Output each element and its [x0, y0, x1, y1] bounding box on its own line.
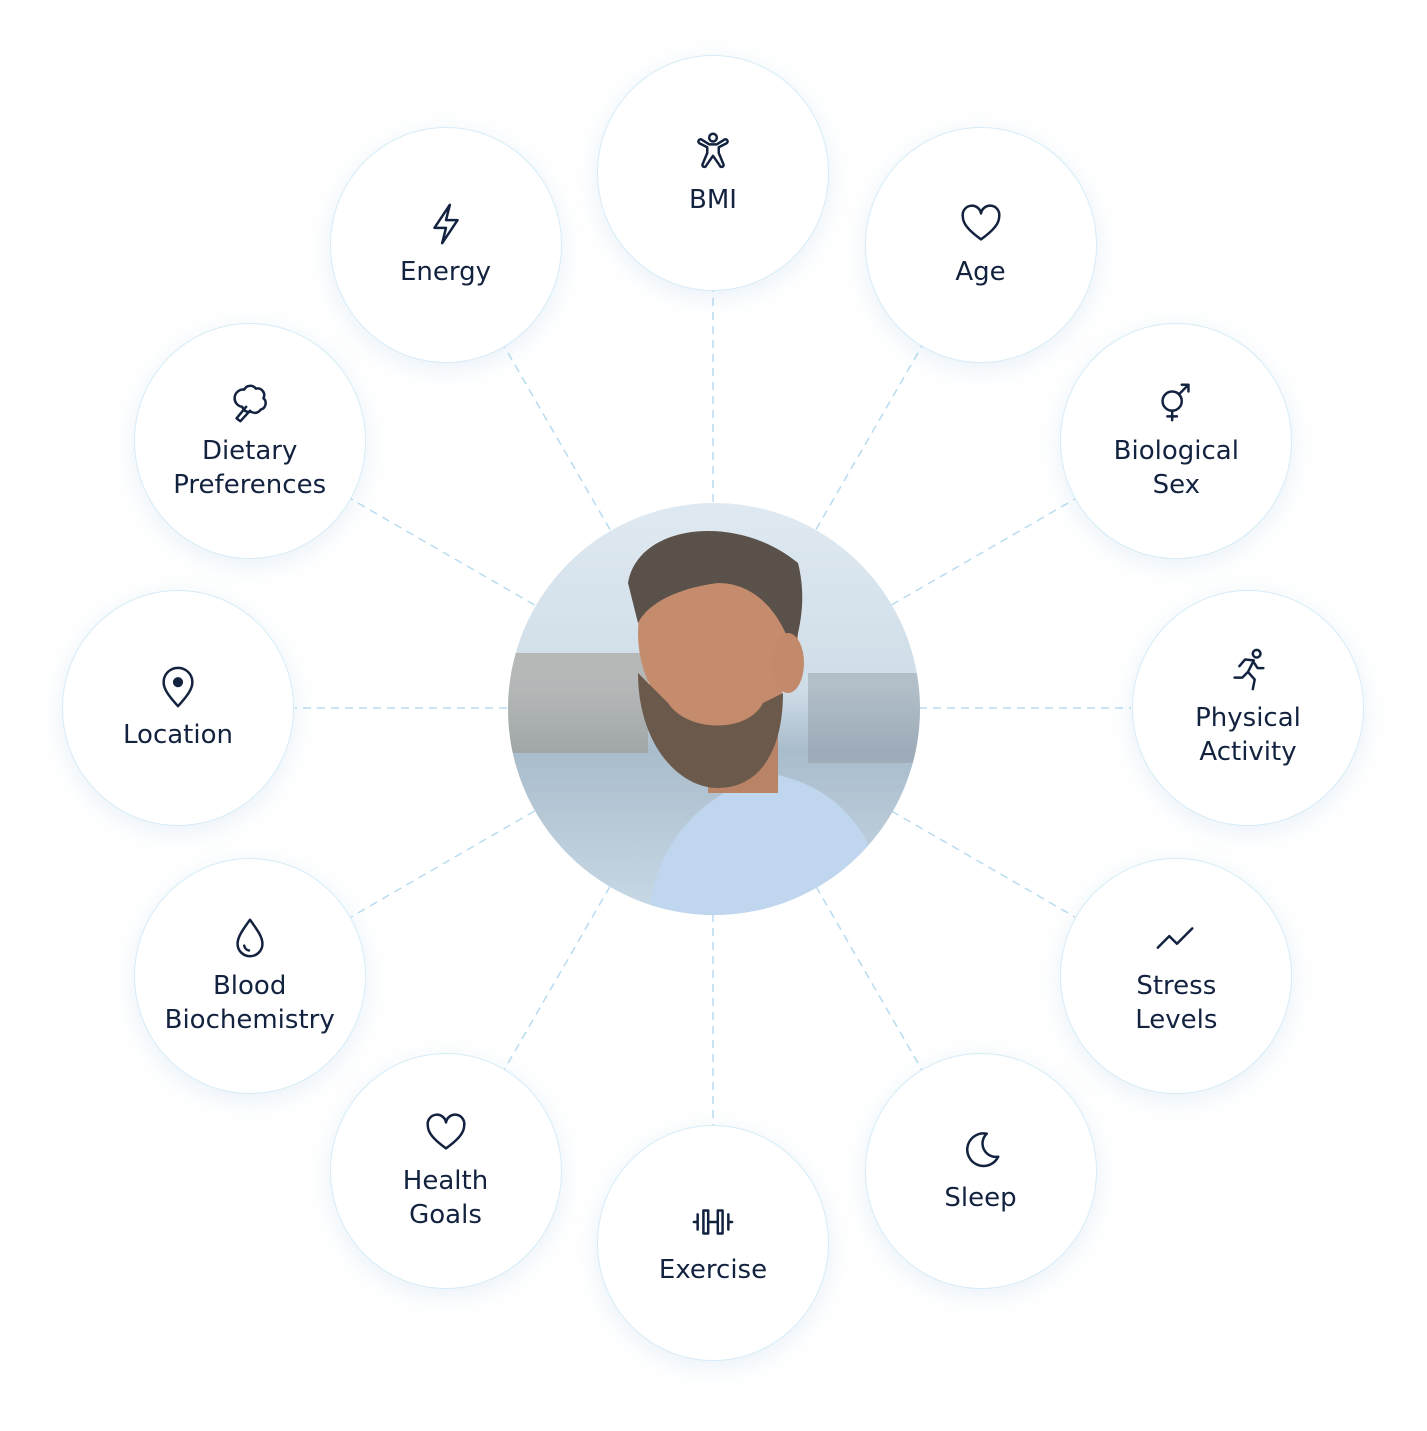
node-label: Sleep [944, 1183, 1017, 1214]
dumbbell-icon [692, 1209, 734, 1235]
center-portrait-photo [508, 503, 920, 915]
moon-icon [965, 1132, 999, 1168]
gender-symbol-icon [1161, 383, 1191, 421]
node-sleep: Sleep [864, 1053, 1097, 1290]
node-label: Health Goals [402, 1166, 489, 1231]
connector-line [350, 810, 535, 918]
node-label: BMI [689, 185, 737, 215]
node-physical-activity: Physical Activity [1132, 590, 1364, 826]
node-biological-sex: Biological Sex [1060, 322, 1293, 559]
node-label: Physical Activity [1195, 703, 1301, 767]
node-blood-biochemistry: Blood Biochemistry [133, 857, 366, 1094]
connector-line [891, 810, 1076, 918]
node-bmi: BMI [597, 55, 829, 291]
node-label: Stress Levels [1135, 970, 1218, 1035]
connector-line [350, 498, 535, 606]
connector-line [815, 345, 923, 530]
connector-line [503, 886, 611, 1071]
connector-line [815, 886, 923, 1071]
running-person-icon [1233, 648, 1265, 691]
node-label: Blood Biochemistry [164, 970, 335, 1035]
node-label: Dietary Preferences [173, 435, 327, 500]
node-dietary-preferences: Dietary Preferences [133, 322, 366, 559]
broccoli-icon [233, 384, 267, 422]
node-location: Location [62, 590, 294, 826]
trend-line-icon [1156, 926, 1194, 949]
connector-line [503, 345, 611, 530]
connector-line [891, 498, 1076, 606]
heart-icon [425, 1113, 466, 1150]
node-stress-levels: Stress Levels [1060, 857, 1293, 1094]
node-label: Exercise [658, 1255, 768, 1285]
map-pin-icon [162, 666, 194, 708]
droplet-icon [235, 918, 264, 957]
person-arms-out-icon [697, 132, 729, 169]
heart-icon [960, 204, 1001, 241]
node-label: Biological Sex [1113, 435, 1239, 500]
node-health-goals: Health Goals [329, 1053, 562, 1290]
lightning-icon [432, 203, 459, 245]
node-label: Energy [399, 256, 492, 287]
node-energy: Energy [329, 126, 562, 363]
node-age: Age [864, 126, 1097, 363]
node-exercise: Exercise [597, 1125, 829, 1361]
node-label: Location [123, 720, 233, 750]
node-label: Age [955, 256, 1006, 287]
